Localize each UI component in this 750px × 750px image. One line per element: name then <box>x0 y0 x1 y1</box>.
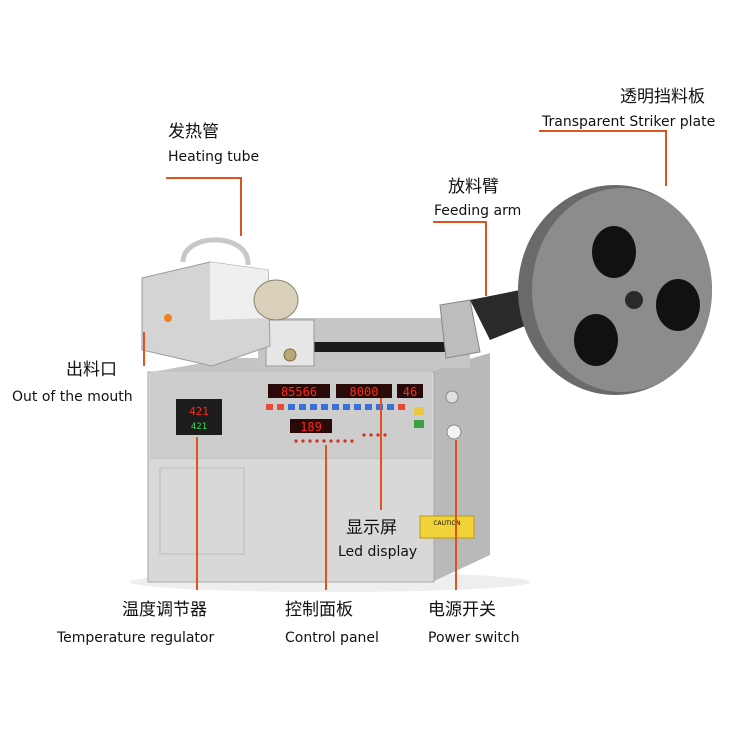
led-display-label-en: Led display <box>338 544 418 560</box>
led-lower-readout: 189 <box>300 420 322 434</box>
led-lower-window <box>290 419 332 433</box>
power-switch-button <box>446 424 462 440</box>
control-panel-label-zh: 控制面板 <box>285 600 353 620</box>
reel-hole-bottom <box>574 314 618 366</box>
temperature-regulator-unit <box>176 399 222 435</box>
control-panel-label-en: Control panel <box>285 630 379 646</box>
panel-button-row <box>266 404 405 410</box>
feeding-arm-label-zh: 放料臂 <box>448 177 499 197</box>
heating-tube-label-zh: 发热管 <box>168 122 219 142</box>
reel-hole-top <box>592 226 636 278</box>
caution-text: CAUTION <box>433 520 460 527</box>
reel-hole-right <box>656 279 700 331</box>
panel-key-yellow <box>414 407 424 415</box>
temp-display-top: 421 <box>189 405 209 418</box>
indicator-dots <box>294 433 387 443</box>
led-small-window <box>397 384 423 398</box>
striker-plate-label-zh: 透明挡料板 <box>620 87 705 107</box>
tape-strip <box>300 342 460 352</box>
heating-housing-top <box>210 262 268 320</box>
temperature-regulator-label-zh: 温度调节器 <box>122 600 207 620</box>
led-counter-window <box>336 384 392 398</box>
heating-handle <box>180 237 251 266</box>
striker-plate-label-en: Transparent Striker plate <box>542 114 716 130</box>
out-of-mouth-label-zh: 出料口 <box>66 360 117 380</box>
feeding-arm-bracket <box>439 299 481 359</box>
reel-hub <box>625 291 643 309</box>
leader-lines <box>143 130 667 590</box>
led-counter-readout: 8000 <box>350 385 379 399</box>
led-small-readout: 46 <box>403 385 417 399</box>
power-switch-label-en: Power switch <box>428 630 520 646</box>
led-display-label-zh: 显示屏 <box>346 518 397 538</box>
machine-side-wall <box>432 353 490 582</box>
temp-display-bottom: 421 <box>191 422 207 432</box>
led-main-window <box>268 384 330 398</box>
emergency-knob <box>445 390 459 404</box>
heating-roller <box>253 279 299 321</box>
power-switch-label-zh: 电源开关 <box>428 600 496 620</box>
caution-sticker <box>419 515 475 539</box>
cutter-roller <box>283 348 297 362</box>
heating-tube-label-en: Heating tube <box>168 149 260 165</box>
out-of-mouth-label-en: Out of the mouth <box>12 389 133 405</box>
temperature-regulator-label-en: Temperature regulator <box>57 630 215 646</box>
panel-key-green <box>414 420 424 428</box>
feeding-arm-label-en: Feeding arm <box>434 203 522 219</box>
access-door <box>159 467 245 555</box>
warning-indicator <box>164 314 172 322</box>
led-main-readout: 85566 <box>281 385 317 399</box>
